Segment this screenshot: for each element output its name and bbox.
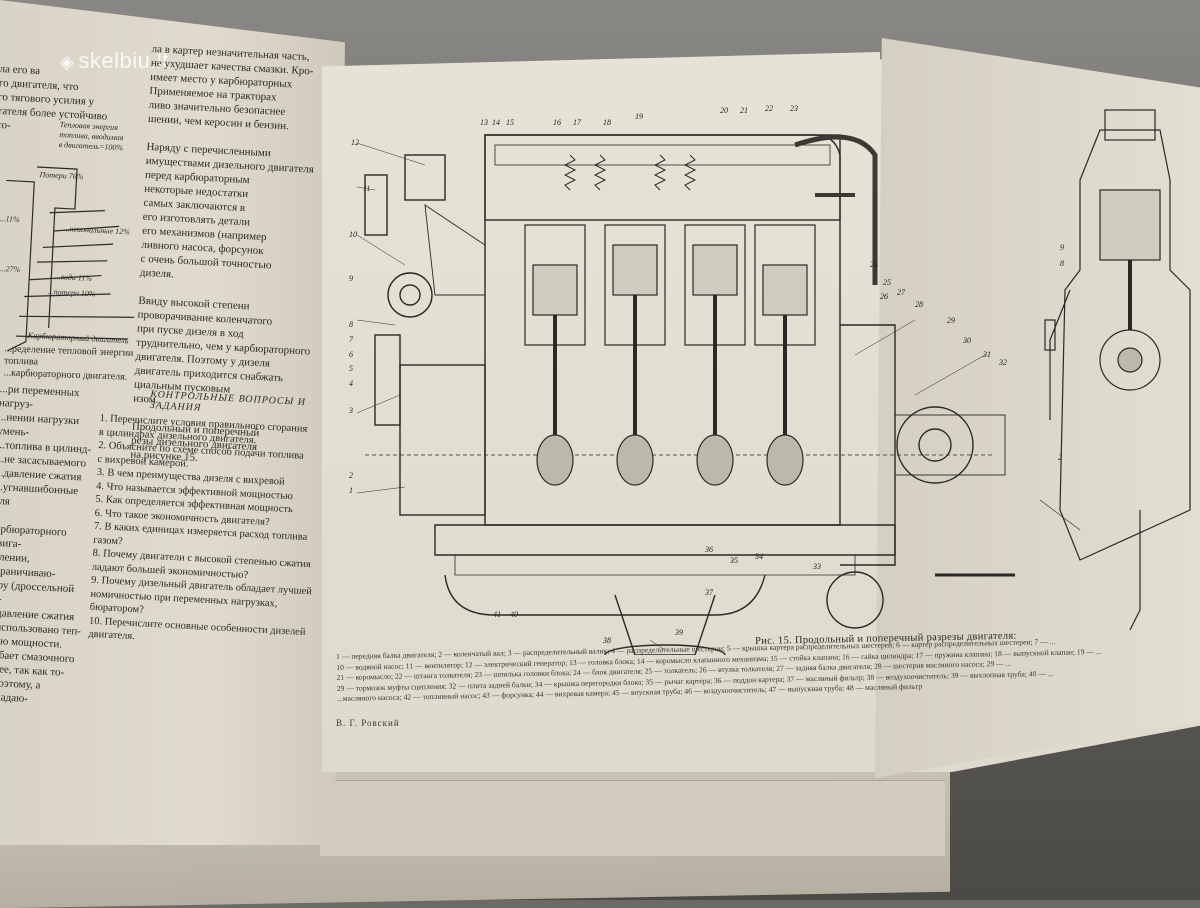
callout-34: 34 <box>754 552 763 561</box>
callout-39: 39 <box>674 628 683 637</box>
left-page: ◈skelbiu.lt ла его ва го двигателя, что … <box>0 0 345 845</box>
author-credit: В. Г. Ровский <box>336 718 400 728</box>
engine-cross-section-drawing: 9 8 2 <box>1040 109 1191 631</box>
cross-callout-9: 9 <box>1060 243 1064 252</box>
callout-19: 19 <box>635 112 643 121</box>
energy-distribution-diagram <box>6 166 135 352</box>
callout-14: 14 <box>492 118 500 127</box>
callout-33: 33 <box>812 562 821 571</box>
callout-25: 25 <box>883 278 891 287</box>
callout-26: 26 <box>880 292 888 301</box>
callout-12: 12 <box>351 138 359 147</box>
callout-16: 16 <box>553 118 561 127</box>
callout-41: 41 <box>493 610 501 619</box>
diagram-label-losses: Потери 76% <box>39 169 84 182</box>
diagram-label-5: ...вода 11% <box>54 271 93 283</box>
callout-36: 36 <box>704 545 713 554</box>
callout-8: 8 <box>349 320 353 329</box>
callout-40: 40 <box>510 610 518 619</box>
watermark-text: skelbiu.lt <box>78 48 169 73</box>
energy-caption: ...ределение тепловой энергии топлива ..… <box>3 343 134 383</box>
bottom-sheet <box>320 780 945 856</box>
callout-24: 24 <box>870 260 878 269</box>
callout-11: 11 <box>363 184 370 193</box>
callout-2: 2 <box>349 471 353 480</box>
callout-22: 22 <box>765 104 773 113</box>
callout-3: 3 <box>348 406 353 415</box>
callout-1: 1 <box>349 486 353 495</box>
quiz-questions: 1. Перечислите условия правильного сгора… <box>88 412 313 643</box>
callout-32: 32 <box>998 358 1007 367</box>
callout-31: 31 <box>982 350 991 359</box>
callout-7: 7 <box>349 335 354 344</box>
engine-longitudinal-section-drawing: 12 11 10 9 8 7 6 5 4 3 2 1 13 14 15 16 1… <box>348 104 1015 655</box>
diagram-label-4: ...27% <box>0 263 21 275</box>
callout-10: 10 <box>349 230 357 239</box>
callout-9: 9 <box>349 274 353 283</box>
callout-38: 38 <box>602 636 611 645</box>
callout-23: 23 <box>790 104 798 113</box>
callout-15: 15 <box>506 118 514 127</box>
callout-21: 21 <box>740 106 748 115</box>
callout-30: 30 <box>962 336 971 345</box>
callout-6: 6 <box>349 350 353 359</box>
callout-29: 29 <box>947 316 955 325</box>
callout-28: 28 <box>915 300 923 309</box>
cross-callout-8: 8 <box>1060 259 1064 268</box>
diagram-top-label-text: Тепловая энергия топлива, вводимая в дви… <box>58 120 124 153</box>
callout-17: 17 <box>573 118 582 127</box>
left-page-bottom-text: ...ри переменных нагруз- ...нении нагруз… <box>0 382 92 705</box>
callout-5: 5 <box>349 364 353 373</box>
callout-18: 18 <box>603 118 611 127</box>
callout-4: 4 <box>349 379 353 388</box>
callout-37: 37 <box>704 588 714 597</box>
diagram-label-6: ...потери 10% <box>47 286 96 299</box>
callout-27: 27 <box>897 288 906 297</box>
tag-icon: ◈ <box>60 52 75 72</box>
diagram-label-2: ...11% <box>0 213 20 225</box>
callout-20: 20 <box>720 106 728 115</box>
cross-callout-2: 2 <box>1058 453 1062 462</box>
watermark: ◈skelbiu.lt <box>60 48 169 74</box>
callout-13: 13 <box>480 118 488 127</box>
callout-35: 35 <box>729 556 738 565</box>
